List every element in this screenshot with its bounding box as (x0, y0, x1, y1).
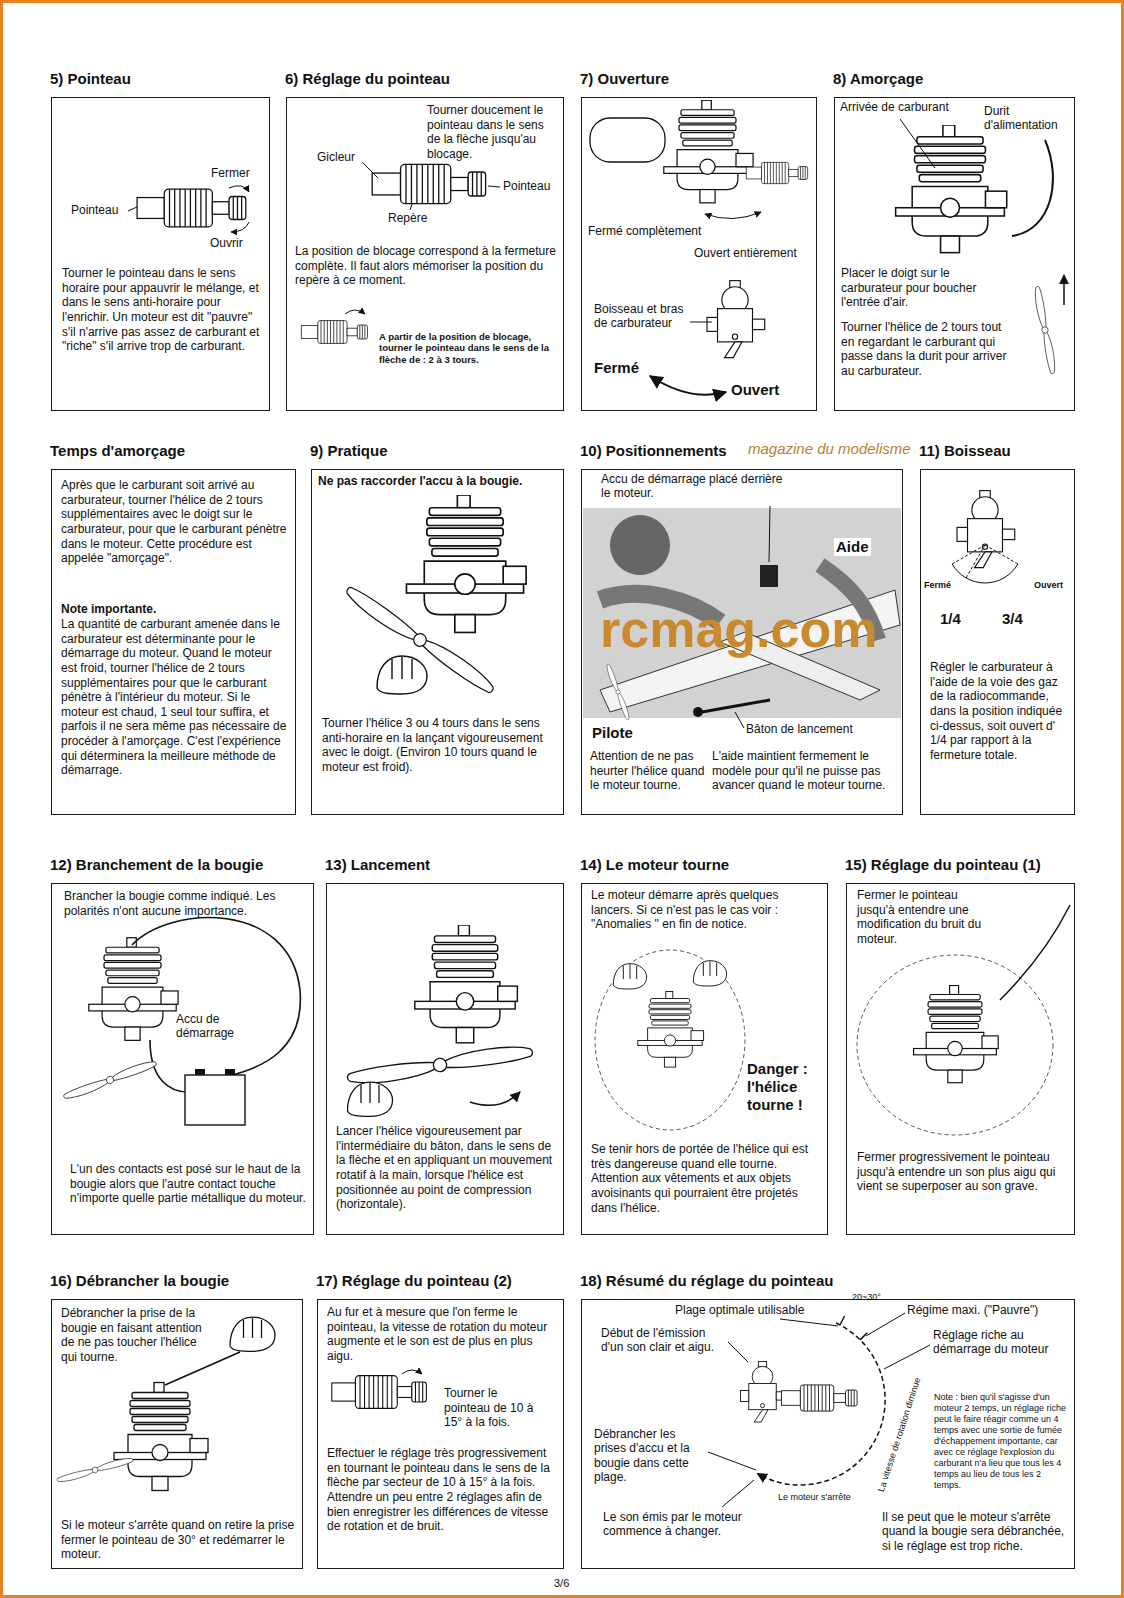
panel-text: Tourner le pointeau de 10 à 15° à la foi… (444, 1386, 544, 1430)
panel-text: Si le moteur s'arrête quand on retire la… (61, 1518, 297, 1562)
part-label: Aide (834, 538, 871, 556)
part-label: 20~30° (852, 1292, 881, 1303)
panel-text: Tourner l'hélice 3 ou 4 tours dans le se… (322, 716, 554, 775)
panel-heading: 16) Débrancher la bougie (50, 1272, 229, 1290)
panel-text: Tourner le pointeau dans le sens horaire… (62, 266, 264, 354)
part-label: Arrivée de carburant (840, 100, 949, 114)
panel-heading: 18) Résumé du réglage du pointeau (580, 1272, 833, 1290)
part-label: Ouvert (731, 381, 779, 399)
part-label: 3/4 (1002, 610, 1023, 628)
part-label: Pilote (592, 724, 633, 742)
panel-heading: 10) Positionnements (580, 442, 727, 460)
panel-heading: Temps d'amorçage (50, 442, 185, 460)
step-panel: 12) Branchement de la bougieBrancher la … (51, 883, 314, 1235)
part-label: Le son émis par le moteur commence à cha… (603, 1510, 763, 1539)
step-panel: 9) PratiqueNe pas raccorder l'accu à la … (311, 469, 564, 815)
panel-heading: 14) Le moteur tourne (580, 856, 729, 874)
part-label: Repère (388, 211, 427, 225)
panel-heading: 13) Lancement (325, 856, 430, 874)
panel-text: Fermer le pointeau jusqu'à entendre une … (857, 888, 993, 947)
step-panel: 13) LancementLancer l'hélice vigoureusem… (326, 883, 564, 1235)
panel-heading: 17) Réglage du pointeau (2) (316, 1272, 512, 1290)
step-panel: Temps d'amorçageAprès que le carburant s… (51, 469, 296, 815)
panel-text: A partir de la position de blocage, tour… (379, 331, 559, 365)
panel-text: Au fur et à mesure que l'on ferme le poi… (327, 1305, 557, 1364)
part-label: Gicleur (317, 150, 355, 164)
panel-heading: 11) Boisseau (919, 442, 1011, 460)
panel-text: Lancer l'hélice vigoureusement par l'int… (336, 1124, 560, 1212)
part-label: Ouvrir (210, 236, 243, 250)
part-label: Boisseau et bras de carburateur (594, 302, 686, 331)
step-panel: 11) BoisseauRégler le carburateur à l'ai… (920, 469, 1075, 815)
part-label: Ouvert entièrement (694, 246, 797, 260)
panel-text: Régler le carburateur à l'aide de la voi… (930, 660, 1068, 762)
panel-text: Fermer progressivement le pointeau jusqu… (857, 1150, 1069, 1194)
part-label: Fermé complètement (588, 224, 701, 238)
part-label: 1/4 (940, 610, 961, 628)
step-panel: 17) Réglage du pointeau (2)Au fur et à m… (317, 1299, 564, 1569)
panel-heading: 15) Réglage du pointeau (1) (845, 856, 1041, 874)
panel-text: Le moteur démarre après quelques lancers… (591, 888, 823, 932)
step-panel: 14) Le moteur tourneLe moteur démarre ap… (581, 883, 828, 1235)
panel-text: Placer le doigt sur le carburateur pour … (841, 266, 1001, 310)
watermark: magazine du modelisme (748, 440, 911, 458)
panel-text: Attention de ne pas heurter l'hélice qua… (590, 749, 706, 793)
step-panel: 6) Réglage du pointeauTourner doucement … (286, 97, 564, 411)
part-label: Début de l'émission d'un son clair et ai… (601, 1326, 726, 1355)
warning-label: Danger : l'hélice tourne ! (747, 1060, 827, 1114)
part-label: Le moteur s'arrête (778, 1492, 851, 1503)
part-label: Accu de démarrage placé derrière le mote… (601, 472, 786, 501)
part-label: Durit d'alimentation (984, 104, 1072, 133)
part-label: Débrancher les prises d'accu et la bougi… (594, 1427, 706, 1485)
panel-heading: 12) Branchement de la bougie (50, 856, 263, 874)
page-number: 3/6 (554, 1577, 569, 1590)
step-panel: 5) PointeauTourner le pointeau dans le s… (51, 97, 270, 411)
panel-heading: 6) Réglage du pointeau (285, 70, 450, 88)
step-panel: 16) Débrancher la bougieDébrancher la pr… (51, 1299, 303, 1569)
part-label: Accu de démarrage (176, 1012, 248, 1041)
panel-text: La position de blocage correspond à la f… (295, 244, 559, 288)
panel-text: Débrancher la prise de la bougie en fais… (61, 1306, 216, 1365)
part-label: Fermer (211, 166, 250, 180)
step-panel: 8) AmorçagePlacer le doigt sur le carbur… (834, 97, 1075, 411)
panel-text: Se tenir hors de portée de l'hélice qui … (591, 1142, 823, 1215)
panel-heading: 7) Ouverture (580, 70, 669, 88)
part-label: Pointeau (71, 203, 118, 217)
part-label: Bâton de lancement (746, 722, 853, 736)
part-label: Fermé (594, 359, 639, 377)
part-label: Régime maxi. ("Pauvre") (907, 1303, 1038, 1317)
panel-heading: 8) Amorçage (833, 70, 923, 88)
part-label: Réglage riche au démarrage du moteur (933, 1328, 1058, 1357)
step-panel: 15) Réglage du pointeau (1)Fermer le poi… (846, 883, 1075, 1235)
note-text: Note : bien qu'il s'agisse d'un moteur 2… (934, 1392, 1070, 1491)
part-label: Ouvert (1034, 580, 1063, 591)
watermark: rcmag.com (600, 598, 877, 660)
note-heading: Note importante. (61, 602, 289, 617)
part-label: Plage optimale utilisable (675, 1303, 804, 1317)
part-label: La vitesse de rotation diminue (876, 1376, 923, 1493)
panel-text: La quantité de carburant amenée dans le … (61, 617, 289, 778)
panel-text: Effectuer le réglage très progressivemen… (327, 1446, 557, 1534)
part-label: Fermé (924, 580, 951, 591)
panel-heading: 9) Pratique (310, 442, 388, 460)
part-label: Pointeau (503, 179, 550, 193)
panel-text: L'un des contacts est posé sur le haut d… (70, 1162, 308, 1206)
part-label: Il se peut que le moteur s'arrête quand … (882, 1510, 1070, 1553)
warning-text: Ne pas raccorder l'accu à la bougie. (318, 474, 558, 489)
panel-heading: 5) Pointeau (50, 70, 131, 88)
panel-text: Après que le carburant soit arrivé au ca… (61, 478, 289, 566)
panel-text: L'aide maintient fermement le modèle pou… (712, 749, 898, 793)
panel-text: Brancher la bougie comme indiqué. Les po… (64, 889, 299, 918)
panel-text: Tourner doucement le pointeau dans le se… (427, 103, 560, 162)
panel-text: Tourner l'hélice de 2 tours tout en rega… (841, 320, 1013, 379)
